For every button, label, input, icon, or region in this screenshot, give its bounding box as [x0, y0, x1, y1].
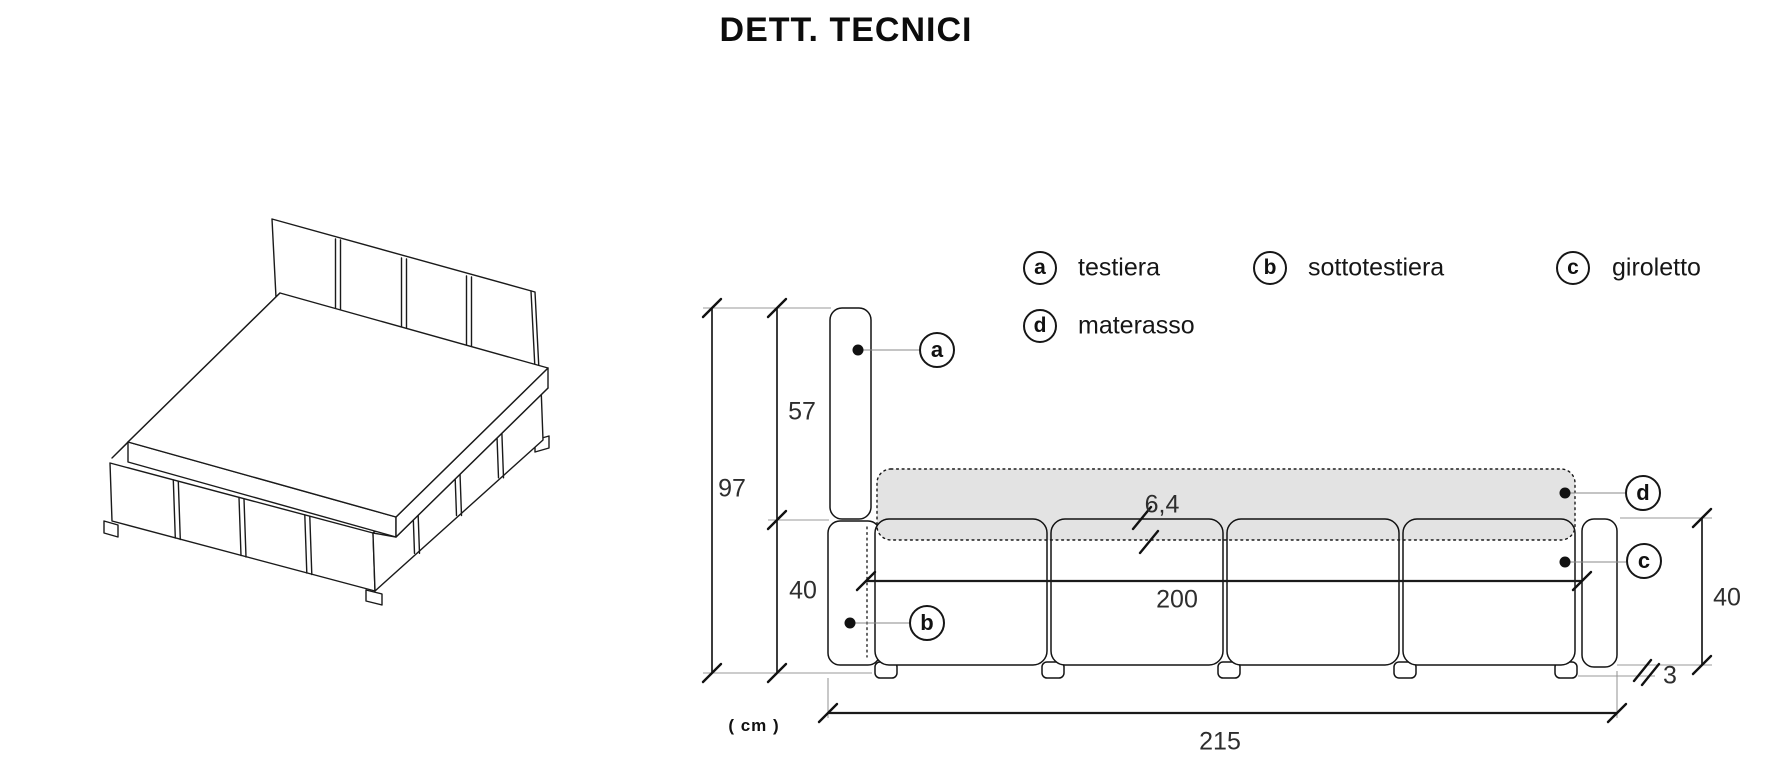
isometric-bed-drawing [103, 218, 550, 606]
callout-a-testiera: a [919, 332, 955, 368]
units-label: ( cm ) [728, 716, 780, 735]
callout-leaders [850, 349, 1626, 624]
side-footboard [1581, 518, 1618, 668]
iso-mattress [127, 292, 549, 538]
side-headboard [829, 307, 872, 520]
dim-mattress-length: 200 [1156, 585, 1198, 614]
legend-key-d: d [1023, 309, 1057, 343]
side-mattress [876, 468, 1576, 541]
dimension-lines [711, 308, 1703, 715]
dim-overall-length: 215 [1199, 727, 1241, 756]
callout-dots [844, 344, 1571, 629]
legend-key-c: c [1556, 251, 1590, 285]
dim-feet-height: 3 [1663, 661, 1677, 690]
legend-key-b: b [1253, 251, 1287, 285]
side-frame-sections [874, 518, 1576, 666]
side-sottotestiera [827, 520, 881, 666]
dimension-ticks [701, 297, 1713, 724]
legend-label-testiera: testiera [1078, 253, 1160, 282]
callout-b-sottotestiera: b [909, 605, 945, 641]
page-title: DETT. TECNICI [719, 11, 973, 49]
dim-mattress-protrusion: 6,4 [1144, 490, 1180, 519]
legend-key-a: a [1023, 251, 1057, 285]
legend-label-giroletto: giroletto [1612, 253, 1701, 282]
side-feet [874, 661, 1578, 679]
dim-frame-height-right: 40 [1713, 583, 1741, 612]
dim-overall-height: 97 [718, 474, 746, 503]
side-view-drawing [827, 307, 1618, 679]
callout-c-giroletto: c [1626, 543, 1662, 579]
legend-label-materasso: materasso [1078, 311, 1195, 340]
callout-d-materasso: d [1625, 475, 1661, 511]
dim-base-height: 40 [789, 576, 817, 605]
legend-label-sottotestiera: sottotestiera [1308, 253, 1445, 282]
dim-headboard-height: 57 [788, 397, 816, 426]
dimension-graphics [701, 297, 1713, 724]
